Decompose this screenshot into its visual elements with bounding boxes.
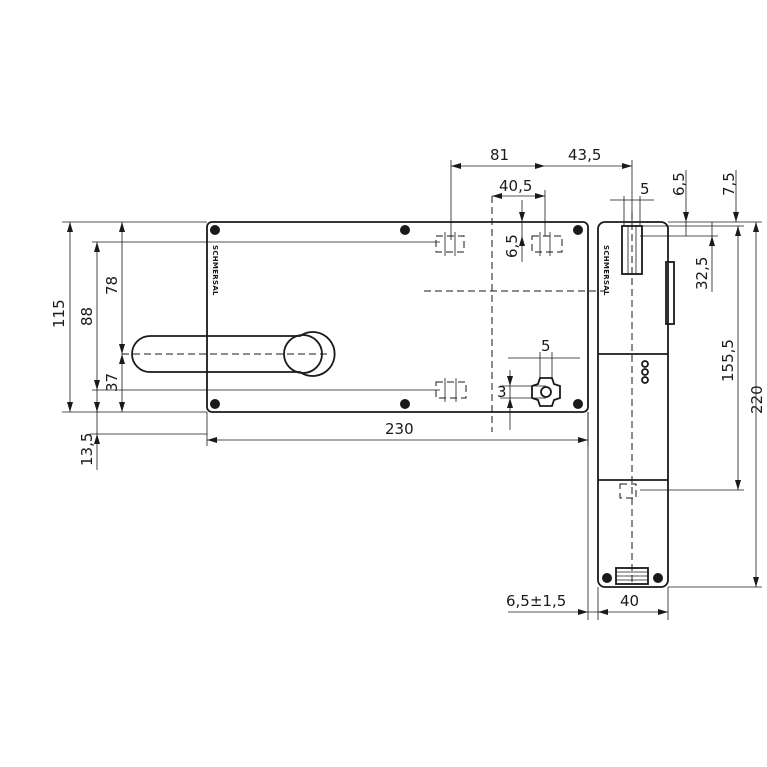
dimension-155-5: 155,5 — [640, 225, 744, 491]
dim-5-top-label: 5 — [640, 180, 650, 198]
dimension-5-top: 5 — [610, 180, 654, 226]
dimension-115: 115 — [50, 221, 207, 413]
dim-115-label: 115 — [50, 299, 68, 328]
dim-40-5-label: 40,5 — [499, 177, 532, 195]
dim-32-5-label: 32,5 — [693, 257, 711, 290]
dimension-6-5-tol: 6,5±1,5 — [506, 412, 608, 620]
dimension-7-5: 7,5 — [720, 170, 739, 222]
handle — [122, 331, 336, 377]
dim-3-label: 3 — [497, 383, 507, 401]
dim-78-label: 78 — [103, 276, 121, 295]
dimension-6-5-top: 6,5 — [670, 170, 689, 236]
dimension-6-5-left: 6,5 — [503, 200, 525, 262]
dim-88-label: 88 — [78, 307, 96, 326]
dimension-32-5: 32,5 — [640, 222, 718, 292]
dim-13-5-label: 13,5 — [78, 433, 96, 466]
dim-37-label: 37 — [103, 373, 121, 392]
dim-5-mid-label: 5 — [541, 337, 551, 355]
star-knob — [531, 377, 561, 407]
dim-6-5-tol-label: 6,5±1,5 — [506, 592, 566, 610]
dim-155-5-label: 155,5 — [719, 339, 737, 382]
lock-plate: SCHMERSAL — [206, 221, 589, 413]
brand-label-housing: SCHMERSAL — [602, 245, 610, 296]
dim-6-5-left-label: 6,5 — [503, 234, 521, 258]
dimension-13-5: 13,5 — [78, 390, 207, 470]
mounting-hole-top-2 — [531, 232, 563, 256]
dimension-40: 40 — [598, 587, 669, 620]
dim-43-5-label: 43,5 — [568, 146, 601, 164]
dimension-37: 37 — [103, 354, 125, 412]
actuator-housing: SCHMERSAL — [597, 221, 675, 588]
dim-220-label: 220 — [748, 385, 766, 414]
dimension-78: 78 — [103, 222, 125, 354]
dimension-220: 220 — [668, 221, 766, 588]
dimension-40-5: 40,5 — [492, 177, 546, 236]
dim-81-label: 81 — [490, 146, 509, 164]
dimension-3: 3 — [497, 370, 546, 430]
dim-7-5-label: 7,5 — [720, 172, 738, 196]
dimension-88: 88 — [78, 241, 440, 391]
dim-40-label: 40 — [620, 592, 639, 610]
dimension-5-mid: 5 — [508, 337, 580, 380]
dimension-81: 81 — [450, 146, 545, 240]
dimension-230: 230 — [206, 412, 589, 446]
dim-230-label: 230 — [385, 420, 414, 438]
brand-label-plate: SCHMERSAL — [211, 245, 219, 296]
dimension-43-5: 43,5 — [545, 146, 633, 222]
mounting-hole-bottom — [435, 378, 467, 402]
mounting-hole-top-1 — [435, 232, 465, 256]
dim-6-5-top-label: 6,5 — [670, 172, 688, 196]
